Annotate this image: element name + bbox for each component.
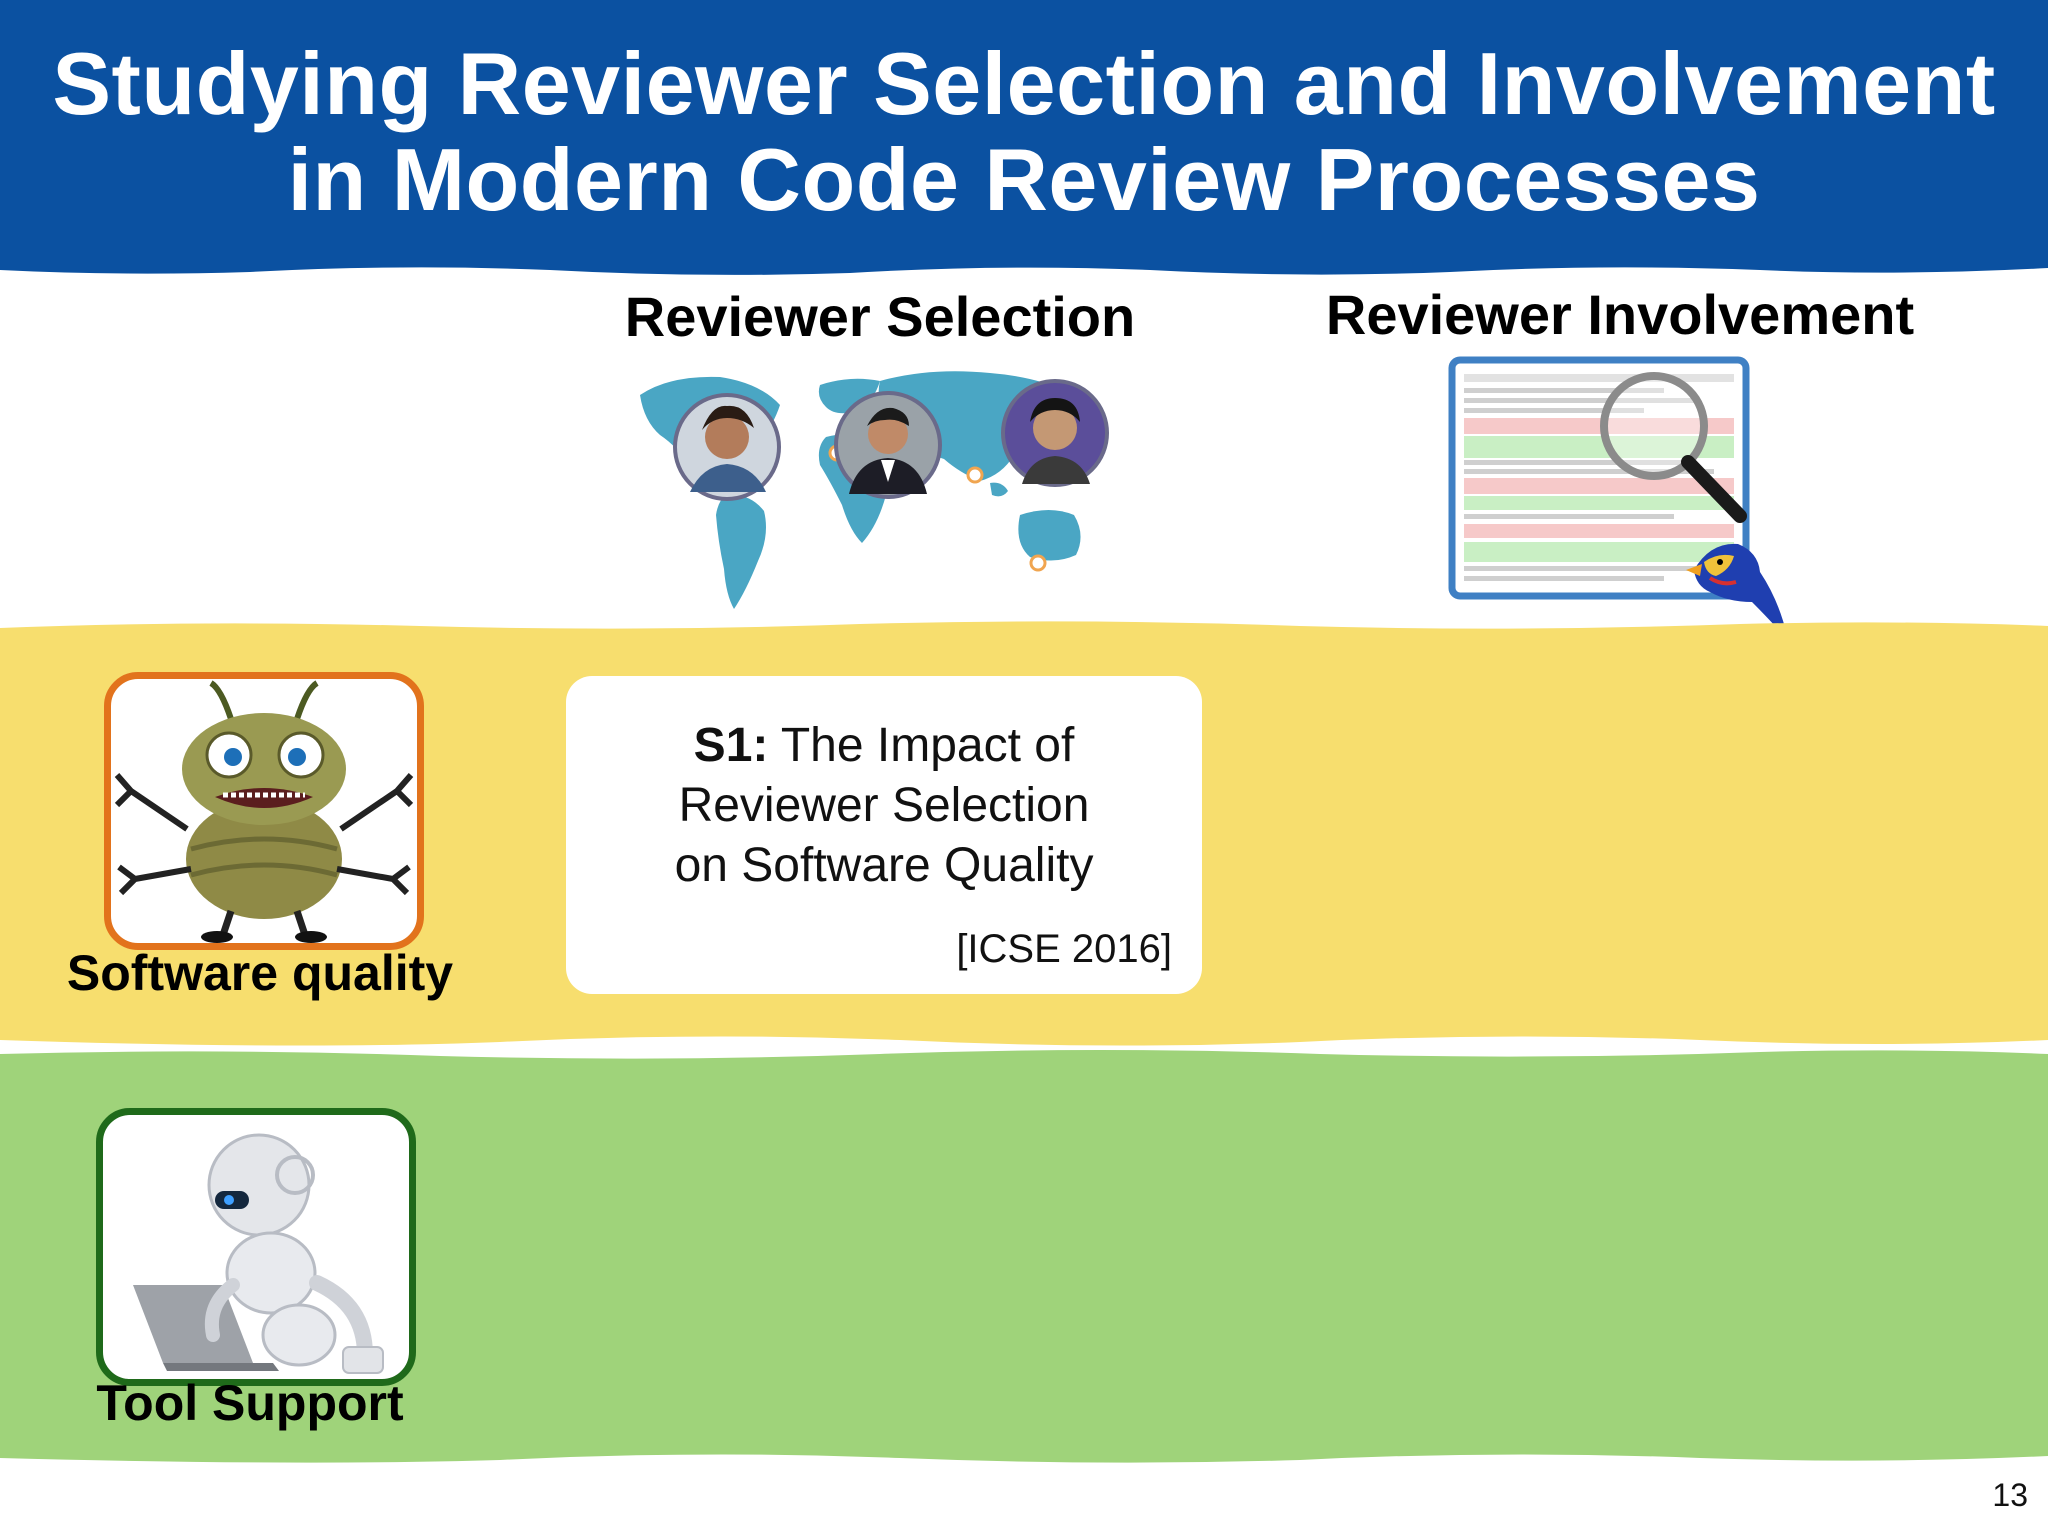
tool-support-band [0, 1050, 2048, 1463]
avatar [1001, 379, 1109, 487]
study-title: S1: The Impact of Reviewer Selection on … [566, 716, 1202, 896]
avatar [834, 391, 942, 499]
study-title-line-1: S1: The Impact of [566, 716, 1202, 776]
study-line-3: on Software Quality [674, 839, 1094, 892]
slide-title: Studying Reviewer Selection and Involvem… [0, 36, 2048, 228]
robot-icon [96, 1108, 416, 1386]
study-id: S1: [693, 719, 769, 772]
code-review-illustration [1448, 356, 1788, 640]
title-banner [0, 0, 2048, 275]
column-heading-selection: Reviewer Selection [624, 285, 1136, 348]
tool-support-label: Tool Support [96, 1375, 404, 1431]
bug-icon [104, 672, 424, 950]
software-quality-label: Software quality [66, 945, 454, 1001]
study-line-2: Reviewer Selection [678, 779, 1090, 832]
title-line-1: Studying Reviewer Selection and Involvem… [52, 34, 1996, 133]
avatar [673, 393, 781, 501]
study-card-s1: S1: The Impact of Reviewer Selection on … [566, 676, 1202, 994]
column-heading-involvement: Reviewer Involvement [1325, 283, 1915, 346]
title-line-2: in Modern Code Review Processes [287, 130, 1761, 229]
study-line-1: The Impact of [780, 719, 1075, 772]
study-venue: [ICSE 2016] [956, 927, 1172, 971]
page-number: 13 [1992, 1477, 2028, 1513]
